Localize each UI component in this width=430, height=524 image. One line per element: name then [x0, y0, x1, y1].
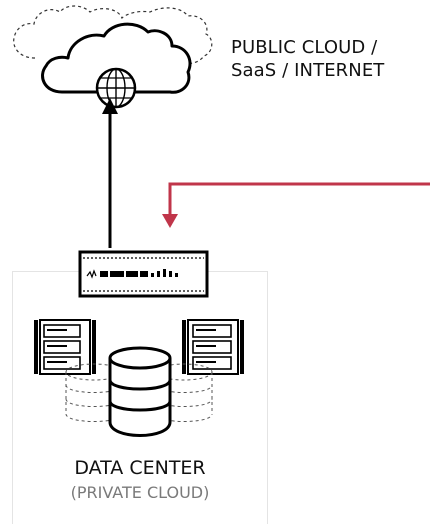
- data-center-subtitle: (PRIVATE CLOUD): [70, 483, 210, 502]
- server-rack-left-icon: [34, 319, 96, 375]
- server-rack-right-icon: [182, 319, 244, 375]
- dashed-cloud-icon: [13, 5, 213, 66]
- globe-icon: [95, 67, 137, 109]
- red-connector-arrow: [162, 182, 430, 228]
- upload-arrow: [102, 98, 118, 248]
- firewall-appliance-icon: [78, 250, 209, 298]
- public-cloud-label: PUBLIC CLOUD / SaaS / INTERNET: [231, 36, 384, 82]
- database-icon: [108, 346, 172, 437]
- public-cloud-label-line1: PUBLIC CLOUD /: [231, 37, 378, 58]
- data-center-title: DATA CENTER: [74, 457, 206, 479]
- public-cloud-label-line2: SaaS / INTERNET: [231, 60, 385, 81]
- cloud-icon: [41, 22, 192, 94]
